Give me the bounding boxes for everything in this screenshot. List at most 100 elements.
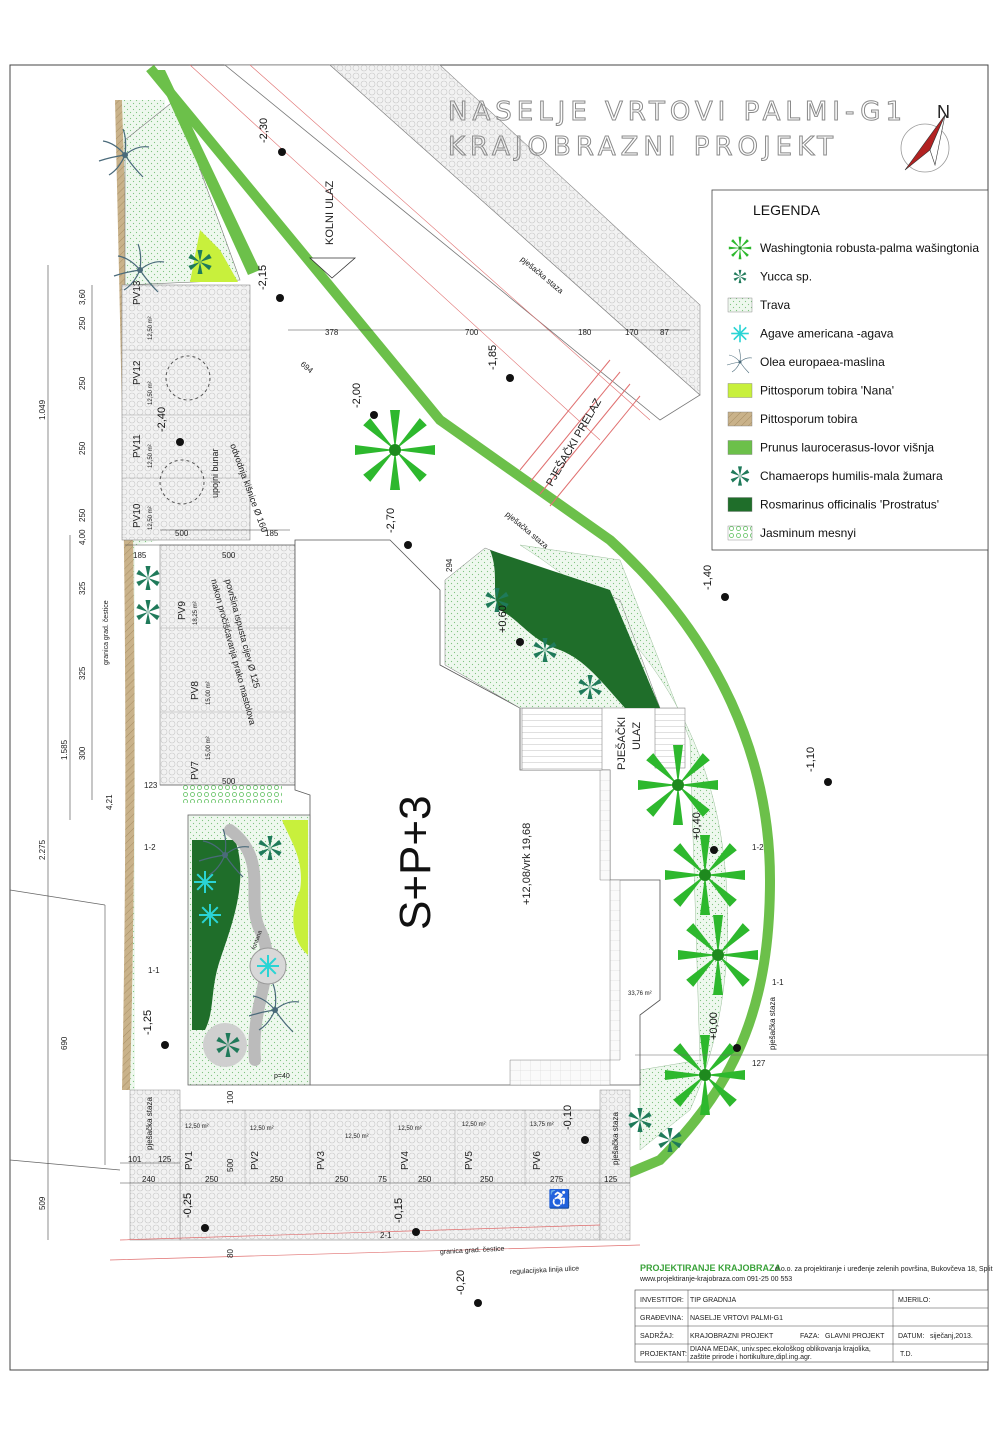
pv-label: PV6 (532, 1151, 543, 1170)
planting-top-left (124, 99, 241, 286)
mjerilo-label: MJERILO: (898, 1297, 930, 1304)
parking-left-upper (121, 284, 251, 541)
legend-label: Pittosporum tobira 'Nana' (760, 384, 894, 398)
pv-area: 12,50 m² (148, 316, 154, 340)
dim-text: 2-1 (380, 1231, 392, 1240)
dim-text: 325 (78, 666, 87, 680)
agave-plant (256, 954, 280, 978)
dim-text: 509 (38, 1196, 47, 1210)
legend-label: Yucca sp. (760, 270, 812, 284)
legend-symbol-fill (727, 411, 753, 427)
legend-item: Jasminum mesnyi (727, 525, 856, 541)
dim-text: 185 (133, 551, 147, 560)
sadrzaj-label: SADRŽAJ: (640, 1331, 674, 1340)
hedge-left-pittosporum (115, 100, 135, 1090)
dim-text: 1-1 (148, 966, 160, 975)
palm-tree (638, 745, 718, 825)
dim-text: 127 (752, 1059, 766, 1068)
north-label: N (937, 102, 950, 122)
elevation-label: -1,10 (805, 747, 817, 772)
dim-text: 250 (78, 441, 87, 455)
pv-label: PV8 (190, 681, 201, 700)
pv-label: PV1 (184, 1151, 195, 1170)
walkway-left-bottom (129, 1089, 181, 1241)
datum-value: siječanj,2013. (930, 1333, 973, 1340)
legend-label: Chamaerops humilis-mala žumara (760, 469, 943, 483)
dim-text: 700 (465, 328, 479, 337)
dim-text: 250 (205, 1175, 219, 1184)
projektant-value-2: zaštite prirode i hortikulture,dipl.ing.… (690, 1354, 812, 1361)
faza-value: GLAVNI PROJEKT (825, 1333, 885, 1340)
dim-text: 123 (144, 781, 158, 790)
elevation-label: -2,40 (156, 407, 168, 432)
elevation-label: -2,30 (258, 118, 270, 143)
accessible-parking-icon: ♿ (548, 1188, 570, 1209)
elevation-label: -1,85 (487, 345, 499, 370)
dim-text: 250 (480, 1175, 494, 1184)
legend-item: Prunus laurocerasus-lovor višnja (727, 440, 934, 455)
elevation-markers (161, 148, 832, 1307)
pv-area: 18,25 m² (193, 601, 199, 625)
pv-label: PV5 (464, 1151, 475, 1170)
dim-text: 125 (604, 1175, 618, 1184)
legend-label: Jasminum mesnyi (760, 526, 856, 540)
dim-text: 240 (142, 1175, 156, 1184)
dim-text: 125 (158, 1155, 172, 1164)
dim-text: 275 (550, 1175, 564, 1184)
pv-area: 12,50 m² (148, 506, 154, 530)
legend-item: Yucca sp. (733, 270, 812, 284)
regulacijska-label: regulacijska linija ulice (510, 1265, 580, 1276)
gradevina-label: GRAĐEVINA: (640, 1315, 683, 1322)
chamaerops-plant (136, 600, 160, 624)
pv-area: 12,50 m² (148, 381, 154, 405)
company-name: PROJEKTIRANJE KRAJOBRAZA (640, 1263, 782, 1273)
pv-label: PV3 (316, 1151, 327, 1170)
faza-label: FAZA: (800, 1333, 820, 1340)
dim-text: 4,21 (105, 794, 114, 810)
dim-text: 1-2 (144, 843, 156, 852)
sadrzaj-value: KRAJOBRAZNI PROJEKT (690, 1333, 774, 1340)
elevation-label: +0,00 (708, 1012, 720, 1040)
company-desc: d.o.o. za projektiranje i uređenje zelen… (775, 1266, 993, 1273)
dim-text: 101 (128, 1155, 142, 1164)
legend-item: Washingtonia robusta-palma wašingtonia (728, 236, 979, 260)
elevation-label: -1,25 (142, 1010, 154, 1035)
building-label: S+P+3 (391, 795, 440, 930)
pv-area: 12,50 m² (462, 1122, 486, 1128)
agave-plant (198, 903, 222, 927)
projektant-label: PROJEKTANT: (640, 1351, 687, 1358)
elevation-label: -1,40 (702, 565, 714, 590)
pv-area: 15,00 m² (206, 736, 212, 760)
dim-text: 1.585 (60, 739, 69, 760)
courtyard-shrub-circle (203, 1023, 247, 1067)
kolni-ulaz-label: KOLNI ULAZ (324, 181, 336, 245)
dim-text: 500 (222, 551, 236, 560)
dim-text: 170 (625, 328, 639, 337)
elevation-label: -2,70 (385, 508, 397, 533)
agave-plant (193, 870, 217, 894)
pv-label: PV2 (250, 1151, 261, 1170)
dim-text: 87 (660, 328, 669, 337)
td-label: T.D. (900, 1351, 913, 1358)
elevation-label: +0,60 (497, 605, 509, 633)
title-line-1: NASELJE VRTOVI PALMI-G1 (448, 97, 907, 127)
legend-label: Prunus laurocerasus-lovor višnja (760, 441, 934, 455)
dim-text: 4,00 (78, 529, 87, 545)
pjesacka-staza-bottom-right: pješačka staza (611, 1112, 620, 1165)
legend-item: Pittosporum tobira 'Nana' (727, 383, 894, 398)
sidewalk-top (329, 64, 701, 396)
datum-label: DATUM: (898, 1333, 924, 1340)
building-level: +12,08/vrk 19,68 (521, 823, 533, 905)
legend-title: LEGENDA (753, 202, 821, 218)
pv-area: 12,50 m² (398, 1126, 422, 1132)
elevation-label: -2,15 (257, 265, 269, 290)
kolni-ulaz-arrow (308, 257, 357, 279)
dim-text: 300 (78, 746, 87, 760)
legend-item: Agave americana -agava (730, 323, 894, 344)
investitor-label: INVESTITOR: (640, 1297, 684, 1304)
dim-text: 250 (78, 316, 87, 330)
pjesacki-ulaz-label-2: ULAZ (631, 722, 643, 750)
dim-text: 185 (265, 529, 279, 538)
gradevina-value: NASELJE VRTOVI PALMI-G1 (690, 1315, 783, 1322)
legend-item: Chamaerops humilis-mala žumara (730, 466, 943, 486)
